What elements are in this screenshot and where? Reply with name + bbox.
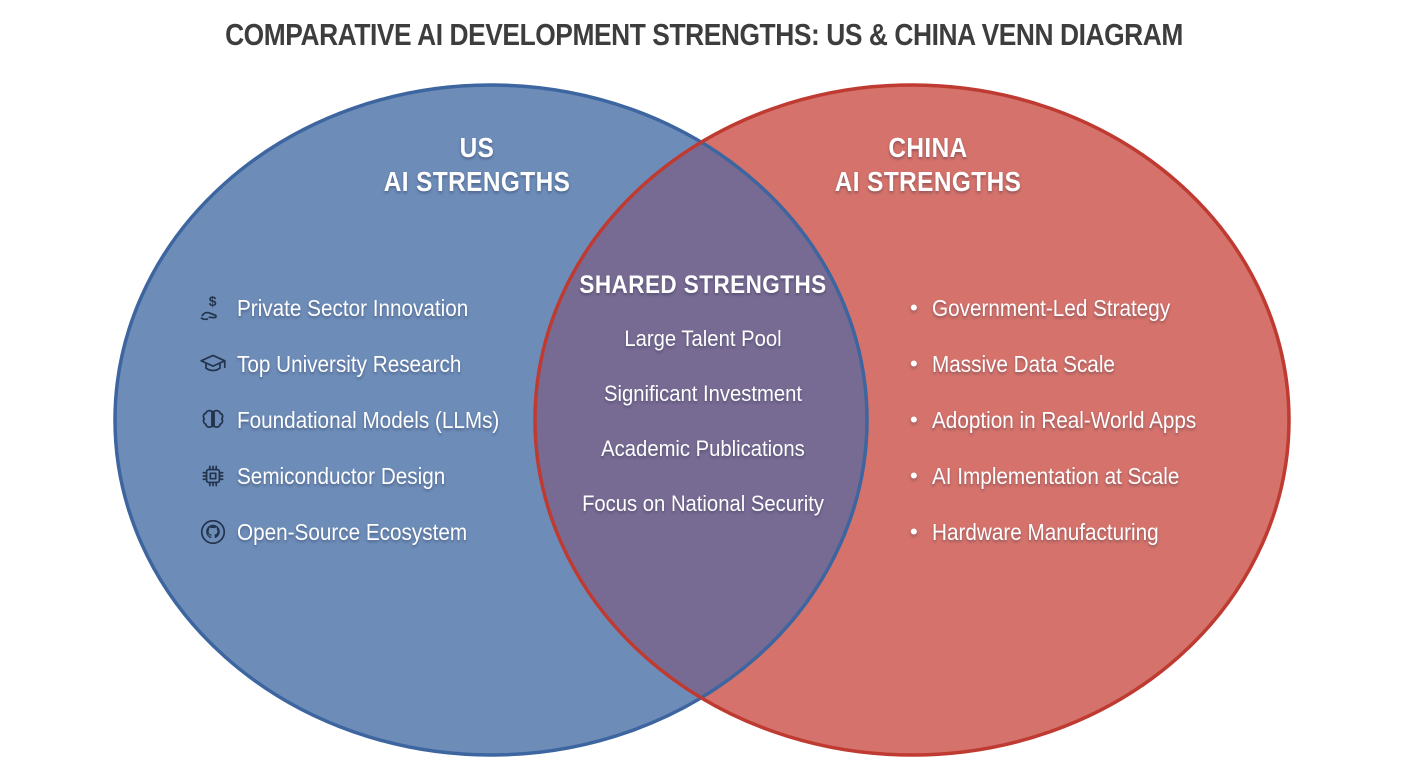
list-item: • Government-Led Strategy — [910, 291, 1226, 325]
shared-heading: SHARED STRENGTHS — [579, 271, 827, 299]
us-strengths-list: $ Private Sector Innovation Top Universi… — [198, 291, 528, 571]
list-item-label: Semiconductor Design — [237, 462, 446, 489]
list-item-label: Foundational Models (LLMs) — [237, 406, 500, 433]
list-item: Focus on National Security — [582, 491, 824, 516]
graduation-cap-icon — [198, 349, 228, 379]
list-item: $ Private Sector Innovation — [198, 291, 528, 325]
us-heading-line1: US — [459, 132, 495, 163]
us-heading: US AI STRENGTHS — [347, 131, 608, 199]
hand-holding-dollar-icon: $ — [198, 293, 228, 323]
shared-strengths-list: Large Talent Pool Significant Investment… — [503, 325, 903, 545]
us-heading-line2: AI STRENGTHS — [383, 166, 571, 197]
svg-text:$: $ — [209, 293, 217, 309]
microchip-icon — [198, 461, 228, 491]
list-item: Semiconductor Design — [198, 459, 528, 493]
list-item-label: Private Sector Innovation — [237, 294, 469, 321]
list-item-label: Government-Led Strategy — [932, 294, 1171, 321]
list-item: • Adoption in Real-World Apps — [910, 403, 1226, 437]
list-item-label: Massive Data Scale — [932, 350, 1115, 377]
page-title: COMPARATIVE AI DEVELOPMENT STRENGTHS: US… — [225, 17, 1183, 52]
list-item: • AI Implementation at Scale — [910, 459, 1226, 493]
china-heading: CHINA AI STRENGTHS — [798, 131, 1059, 199]
list-item-label: Open-Source Ecosystem — [237, 518, 468, 545]
list-item: Significant Investment — [603, 381, 803, 406]
list-item: Foundational Models (LLMs) — [198, 403, 528, 437]
list-item-label: Hardware Manufacturing — [932, 518, 1159, 545]
list-item: • Massive Data Scale — [910, 347, 1226, 381]
bullet-icon: • — [910, 463, 918, 488]
china-heading-line1: CHINA — [888, 132, 968, 163]
list-item-label: Top University Research — [237, 350, 462, 377]
china-strengths-list: • Government-Led Strategy • Massive Data… — [910, 291, 1226, 571]
bullet-icon: • — [910, 351, 918, 376]
us-circle-outline — [113, 83, 869, 757]
list-item: Open-Source Ecosystem — [198, 515, 528, 549]
list-item: Top University Research — [198, 347, 528, 381]
china-circle-outline — [533, 83, 1291, 757]
bullet-icon: • — [910, 295, 918, 320]
github-icon — [198, 517, 228, 547]
brain-icon — [198, 405, 228, 435]
china-heading-line2: AI STRENGTHS — [834, 166, 1022, 197]
list-item-label: AI Implementation at Scale — [932, 462, 1180, 489]
list-item: Academic Publications — [601, 436, 805, 461]
list-item: Large Talent Pool — [624, 326, 782, 351]
list-item: • Hardware Manufacturing — [910, 515, 1226, 549]
bullet-icon: • — [910, 519, 918, 544]
list-item-label: Adoption in Real-World Apps — [932, 406, 1197, 433]
overlap-region — [535, 85, 867, 755]
bullet-icon: • — [910, 407, 918, 432]
